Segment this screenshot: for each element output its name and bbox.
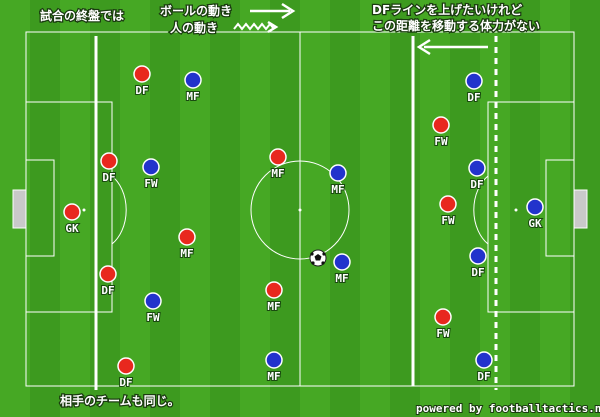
svg-text:MF: MF [180,247,193,260]
red-team: GK DF DF DF DF MF [63,65,457,390]
red-player: MF [265,281,283,314]
left-penalty-arc [111,175,127,245]
svg-text:FW: FW [441,214,455,227]
svg-text:MF: MF [271,167,284,180]
center-circle [250,160,350,260]
red-player: DF [117,357,135,390]
credit-text: powered by footballtactics.net [416,402,600,415]
svg-text:FW: FW [436,327,450,340]
right-goal-area [545,159,575,257]
svg-text:MF: MF [335,272,348,285]
blue-team: GK DF DF DF DF MF [142,71,544,384]
blue-player: DF [469,247,487,280]
svg-text:GK: GK [65,222,79,235]
svg-text:MF: MF [331,183,344,196]
right-penalty-arc [473,175,489,245]
svg-text:DF: DF [119,376,132,389]
blue-player: MF [265,351,283,384]
red-player: DF [133,65,151,98]
red-player: FW [439,195,457,228]
annotation-top-right-line2: この距離を移動する体力がない [372,18,540,33]
svg-text:FW: FW [144,177,158,190]
annotation-bottom-left: 相手のチームも同じ。 [60,393,180,408]
blue-player: MF [329,164,347,197]
legend-player-label: 人の動き [170,20,218,35]
line-move-arrow [416,38,488,56]
blue-player: MF [333,253,351,286]
legend-player-arrow [233,20,279,34]
left-goal-area [25,159,55,257]
blue-player: DF [468,159,486,192]
svg-text:FW: FW [434,135,448,148]
svg-text:DF: DF [101,284,114,297]
svg-text:DF: DF [467,91,480,104]
blue-player: DF [465,72,483,105]
red-player: FW [432,116,450,149]
red-player: MF [269,148,287,181]
blue-player: GK [526,198,544,231]
blue-player: MF [184,71,202,104]
soccer-ball-icon [309,249,327,267]
annotation-top-right-line1: DFラインを上げたいけれど [372,2,522,17]
svg-text:MF: MF [267,370,280,383]
svg-text:DF: DF [135,84,148,97]
red-player: FW [434,308,452,341]
svg-text:DF: DF [471,266,484,279]
left-penalty-spot [82,208,86,212]
center-spot [298,208,302,212]
svg-text:MF: MF [186,90,199,103]
legend-ball-arrow [250,2,296,20]
red-player: DF [99,265,117,298]
blue-player: DF [475,351,493,384]
red-player: MF [178,228,196,261]
annotation-top-left: 試合の終盤では [40,8,124,23]
svg-text:DF: DF [477,370,490,383]
red-player: GK [63,203,81,236]
svg-text:DF: DF [102,171,115,184]
blue-player: FW [144,292,162,325]
legend-ball-label: ボールの動き [160,3,232,18]
svg-text:GK: GK [528,217,542,230]
left-goal [12,189,27,229]
svg-text:DF: DF [470,178,483,191]
blue-player: FW [142,158,160,191]
right-goal [573,189,588,229]
svg-text:MF: MF [267,300,280,313]
svg-text:FW: FW [146,311,160,324]
red-player: DF [100,152,118,185]
right-penalty-spot [514,208,518,212]
